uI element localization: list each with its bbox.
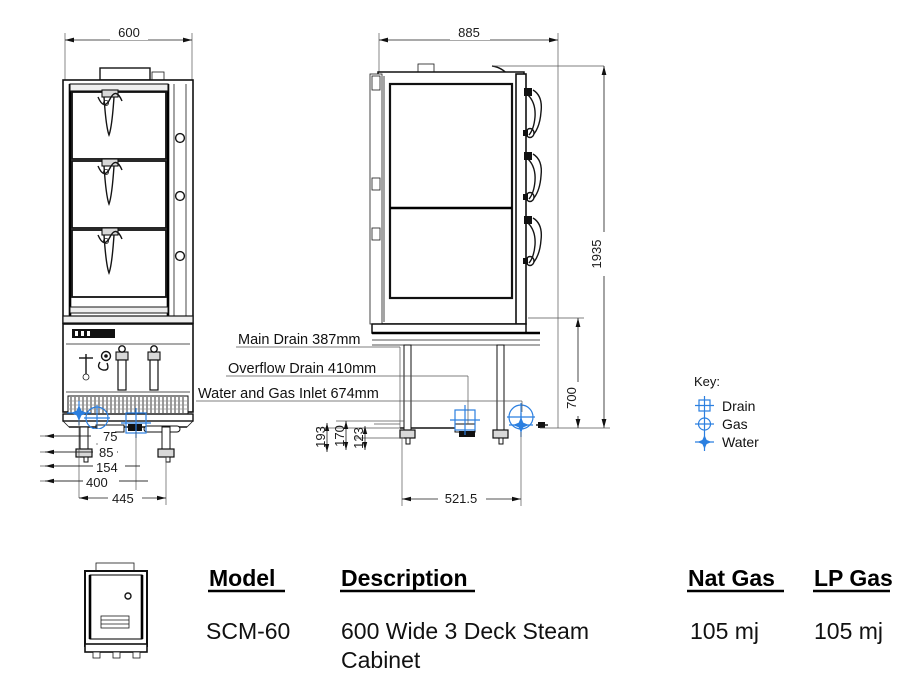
- spec-table-header-row: Model Description Nat Gas LP Gas: [208, 565, 893, 593]
- side-chamber: [388, 82, 514, 300]
- front-door-2: [71, 160, 167, 229]
- key-title: Key:: [694, 374, 720, 389]
- spec-table: Model Description Nat Gas LP Gas SCM-60 …: [206, 565, 893, 673]
- side-legs: [399, 344, 509, 445]
- side-base-height-dimension: 700: [528, 317, 584, 428]
- key-item-water: Water: [695, 433, 759, 451]
- front-vent-grille: [67, 395, 189, 415]
- front-dim-154: 154: [96, 460, 118, 475]
- front-door-3: [71, 229, 167, 298]
- front-display: [72, 329, 115, 338]
- spec-cell-model: SCM-60: [206, 618, 290, 644]
- side-dim-170: 170: [332, 425, 347, 447]
- thumbnail-view: [84, 562, 148, 659]
- side-dim-123: 123: [351, 427, 366, 449]
- gas-symbol-icon: [695, 415, 714, 433]
- front-hinge-1: [174, 132, 186, 144]
- callout-overflow-drain-label: Overflow Drain 410mm: [228, 361, 376, 377]
- front-dim-75: 75: [103, 429, 117, 444]
- callout-main-drain-label: Main Drain 387mm: [238, 332, 361, 348]
- side-base-height-value: 700: [564, 387, 579, 409]
- side-base-chassis: [371, 323, 527, 334]
- key-item-drain: Drain: [695, 396, 755, 415]
- callout-main-drain: Main Drain 387mm: [236, 332, 401, 428]
- front-deck-doors: [71, 89, 167, 298]
- spec-header-model: Model: [209, 565, 275, 591]
- key-label-drain: Drain: [722, 398, 755, 414]
- front-dim-445: 445: [112, 491, 134, 506]
- side-door-handles: [523, 88, 543, 267]
- side-dim-193: 193: [313, 426, 328, 448]
- front-width-value: 600: [118, 25, 140, 40]
- side-elevation-view: 885: [313, 25, 610, 506]
- callout-water-gas-inlet-label: Water and Gas Inlet 674mm: [198, 386, 379, 402]
- key-item-gas: Gas: [695, 415, 748, 433]
- front-hinge-2: [174, 190, 186, 202]
- front-bottom-dimensions: 75 85 154 400 445: [40, 420, 167, 506]
- front-dim-400: 400: [86, 475, 108, 490]
- front-width-dimension: 600: [64, 25, 193, 82]
- side-width-value: 885: [458, 25, 480, 40]
- side-leg-dimensions: 193 170 123: [313, 420, 404, 452]
- callout-overflow-drain: Overflow Drain 410mm: [226, 361, 469, 424]
- spec-table-row: SCM-60 600 Wide 3 Deck Steam Cabinet 105…: [206, 618, 883, 673]
- side-height-dimension: 1935: [540, 66, 610, 429]
- key-label-gas: Gas: [722, 416, 748, 432]
- front-controls: [79, 345, 161, 391]
- front-door-1: [71, 91, 167, 160]
- side-height-value: 1935: [589, 240, 604, 269]
- side-base-width-dimension: 521.5: [401, 432, 522, 506]
- spec-header-nat-gas: Nat Gas: [688, 565, 775, 591]
- side-drain-symbol: [450, 405, 480, 435]
- spec-header-lp-gas: LP Gas: [814, 565, 893, 591]
- spec-cell-description-line1: 600 Wide 3 Deck Steam: [341, 618, 589, 644]
- front-hinge-3: [174, 250, 186, 262]
- side-base-width-value: 521.5: [445, 491, 478, 506]
- front-top-flue: [99, 67, 165, 81]
- front-elevation-view: 600: [40, 25, 194, 506]
- spec-cell-description-line2: Cabinet: [341, 647, 421, 673]
- spec-cell-lp-gas: 105 mj: [814, 618, 883, 644]
- callout-water-gas-inlet: Water and Gas Inlet 674mm: [196, 386, 523, 412]
- key-legend: Key: Drain Gas: [694, 374, 759, 451]
- front-legs: [75, 426, 175, 463]
- key-label-water: Water: [722, 434, 759, 450]
- front-base-chassis: [62, 413, 194, 422]
- callout-notes: Main Drain 387mm Overflow Drain 410mm Wa…: [196, 332, 523, 428]
- water-symbol-icon: [695, 433, 714, 451]
- spec-header-description: Description: [341, 565, 468, 591]
- drain-symbol-icon: [695, 396, 714, 415]
- front-dim-85: 85: [99, 445, 113, 460]
- spec-cell-nat-gas: 105 mj: [690, 618, 759, 644]
